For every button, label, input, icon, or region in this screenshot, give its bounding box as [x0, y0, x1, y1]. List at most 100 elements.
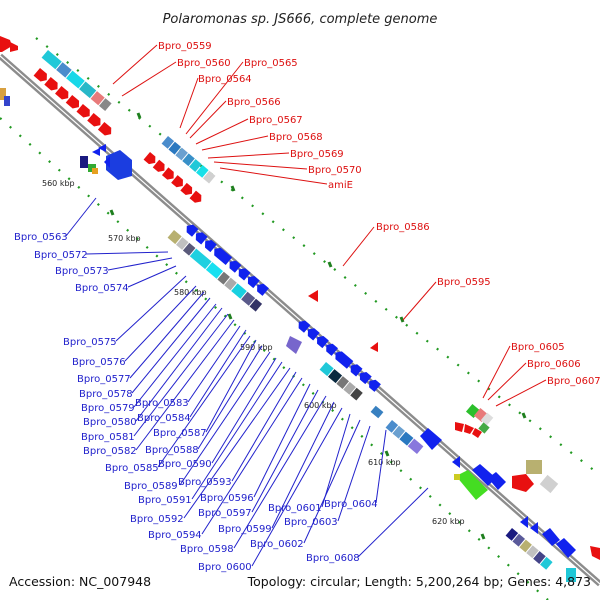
reverse-gene-label-texts: Bpro_0563 Bpro_0572 Bpro_0573 Bpro_0574 … — [14, 232, 378, 573]
gene-arrow-forward — [161, 167, 174, 180]
gene-block — [0, 88, 6, 100]
gene-label: Bpro_0592 — [130, 514, 184, 525]
gene-arrow-reverse — [205, 239, 217, 253]
gene-label: Bpro_0573 — [55, 266, 109, 277]
gene-block — [286, 336, 302, 354]
gene-block — [505, 528, 519, 541]
gene-arrow-forward — [171, 175, 183, 188]
gene-arrow-reverse — [98, 144, 106, 152]
gene-arrow-reverse — [530, 522, 538, 534]
accession-text: Accession: NC_007948 — [9, 574, 151, 589]
forward-cluster-3 — [455, 403, 494, 438]
major-tick — [230, 185, 236, 192]
gene-label: Bpro_0603 — [284, 517, 338, 528]
gene-arrow-forward — [143, 152, 156, 165]
tick-tracks — [0, 37, 600, 600]
gene-block — [90, 91, 105, 106]
gene-label: Bpro_0589 — [124, 481, 178, 492]
gene-block — [175, 237, 189, 250]
scale-label: 570 kbp — [108, 234, 141, 243]
gene-arrow-reverse — [307, 328, 320, 341]
gene-label: Bpro_0570 — [308, 165, 362, 176]
gene-label: Bpro_0564 — [198, 74, 252, 85]
gene-label: Bpro_0583 — [135, 398, 189, 409]
gene-arrow-forward — [464, 424, 474, 434]
gene-label: Bpro_0575 — [63, 337, 117, 348]
gene-arrow-reverse — [420, 428, 442, 450]
gene-label: Bpro_0591 — [138, 495, 192, 506]
forward-gene-labels — [112, 44, 547, 407]
reverse-cluster-2 — [167, 224, 576, 582]
gene-label: Bpro_0595 — [437, 277, 491, 288]
gene-block — [343, 381, 356, 395]
gene-block — [224, 277, 237, 291]
gene-block — [539, 474, 559, 494]
gene-arrow-reverse — [369, 379, 381, 392]
major-tick — [480, 533, 486, 540]
gene-block — [161, 136, 175, 149]
major-ticks — [109, 112, 527, 540]
gene-label: Bpro_0584 — [137, 413, 191, 424]
reverse-cluster-3 — [454, 464, 506, 500]
scale-label: 620 kbp — [432, 517, 465, 526]
forward-cluster-2 — [143, 136, 216, 203]
gene-block — [249, 298, 263, 312]
gene-label: Bpro_0577 — [77, 374, 131, 385]
gene-arrow-reverse — [452, 456, 460, 468]
gene-arrow-reverse — [104, 156, 110, 168]
inner-tick-track — [0, 117, 549, 600]
major-tick — [327, 261, 333, 268]
gene-block — [519, 539, 532, 553]
gene-label: Bpro_0572 — [34, 250, 88, 261]
scale-label: 560 kbp — [42, 179, 75, 188]
outer-tick-track — [35, 37, 600, 476]
gene-label: Bpro_0587 — [153, 428, 207, 439]
gene-block — [79, 81, 97, 99]
reverse-gene-labels — [65, 197, 429, 567]
major-tick — [227, 313, 233, 320]
gene-arrow-forward — [512, 474, 534, 492]
gene-block — [385, 420, 399, 433]
gene-block — [327, 369, 343, 384]
gene-arrow-reverse — [542, 528, 560, 546]
gene-arrow-reverse — [186, 224, 199, 237]
gene-label: Bpro_0565 — [244, 58, 298, 69]
gene-block — [202, 170, 216, 184]
gene-block — [168, 141, 182, 155]
gene-label: Bpro_0586 — [376, 222, 430, 233]
gene-label: Bpro_0566 — [227, 97, 281, 108]
gene-label: Bpro_0607 — [547, 376, 600, 387]
gene-label: Bpro_0590 — [158, 459, 212, 470]
gene-block — [454, 474, 460, 480]
gene-block — [526, 460, 542, 474]
gene-block — [456, 470, 488, 500]
gene-label: Bpro_0598 — [180, 544, 234, 555]
forward-gene-label-texts: Bpro_0559 Bpro_0560 Bpro_0564 Bpro_0565 … — [158, 41, 600, 387]
gene-label: Bpro_0559 — [158, 41, 212, 52]
gene-block — [480, 412, 494, 426]
gene-label: Bpro_0604 — [324, 499, 378, 510]
gene-label: Bpro_0594 — [148, 530, 202, 541]
gene-arrow-reverse — [257, 283, 269, 296]
gene-arrow-forward — [55, 85, 69, 100]
gene-label: Bpro_0580 — [83, 417, 137, 428]
genome-backbone — [0, 53, 600, 587]
genome-summary-text: Topology: circular; Length: 5,200,264 bp… — [247, 574, 591, 589]
gene-block — [241, 291, 256, 306]
gene-arrow-forward — [10, 42, 18, 52]
gene-arrow-reverse — [335, 351, 354, 369]
gene-block — [540, 556, 553, 570]
gene-arrow-forward — [44, 76, 58, 91]
gene-arrow-forward — [370, 342, 378, 352]
gene-arrow-forward — [97, 121, 112, 136]
gene-block — [512, 533, 526, 547]
gene-arrow-forward — [76, 103, 90, 118]
gene-label: Bpro_0599 — [218, 524, 272, 535]
gene-arrow-reverse — [317, 335, 329, 349]
scale-label: 590 kbp — [240, 343, 273, 352]
gene-block — [41, 50, 62, 70]
gene-arrow-reverse — [229, 260, 242, 273]
gene-block — [167, 230, 182, 245]
gene-arrow-forward — [180, 182, 193, 196]
